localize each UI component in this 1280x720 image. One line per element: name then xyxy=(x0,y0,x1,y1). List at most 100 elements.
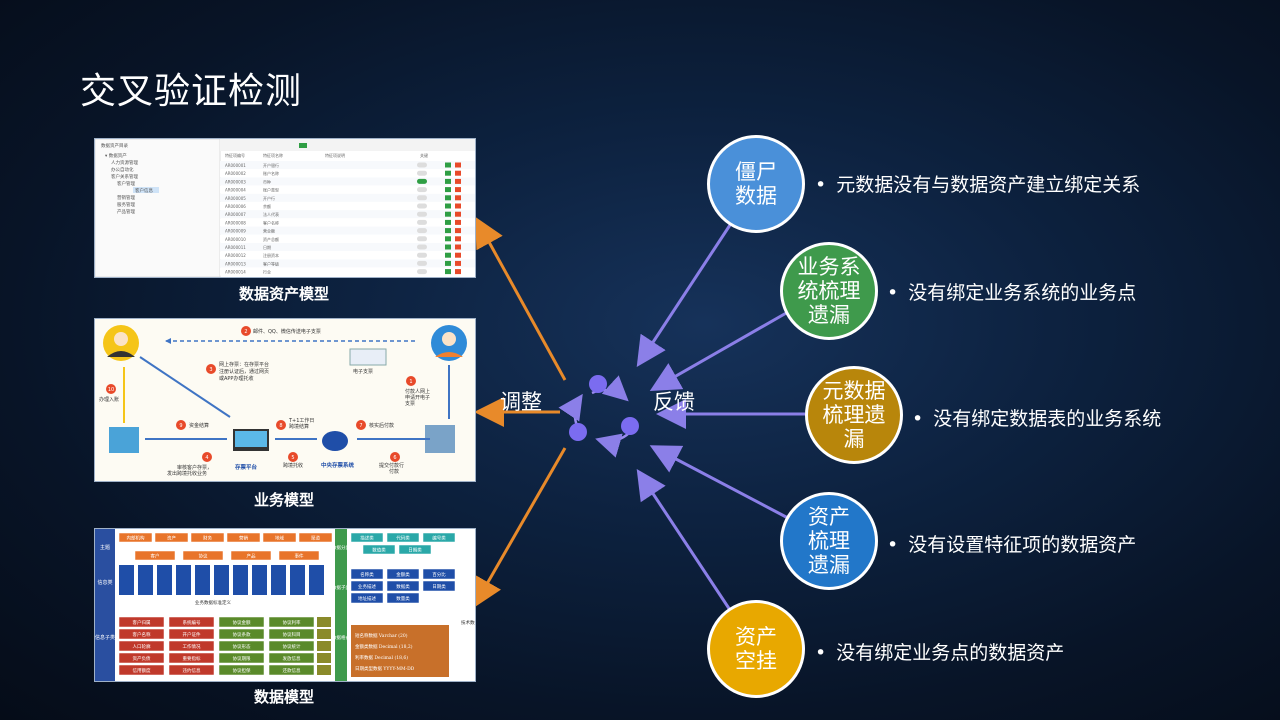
svg-text:营销管理: 营销管理 xyxy=(117,194,135,201)
svg-text:7: 7 xyxy=(359,423,362,429)
step-5-text: 跨境托收 xyxy=(283,462,303,469)
asset-row-name: 行业 xyxy=(263,269,271,275)
asset-row-name: 开户行 xyxy=(263,195,275,201)
data-model-subclass-cell: 人口轮廓 xyxy=(133,643,151,650)
cycle-icon xyxy=(558,375,639,458)
svg-text:关键: 关键 xyxy=(420,152,428,158)
step-1-text: 付款人网上 申请开电子 支票 xyxy=(405,388,432,407)
bank-building-icon xyxy=(109,427,139,453)
data-model-theme-cell: 财务 xyxy=(203,535,212,542)
step-8-text: T+1工作日 跨境结算 xyxy=(288,417,316,430)
asset-row-code: AR000008 xyxy=(225,220,246,225)
data-model-datasub-cell: 业务描述 xyxy=(358,583,376,590)
data-model-info-cell: 事件 xyxy=(295,553,304,560)
platform-label: 存票平台 xyxy=(235,463,258,471)
feedback-label: 反馈 xyxy=(653,390,695,414)
svg-text:数据资产目录: 数据资产目录 xyxy=(101,142,128,149)
asset-row-code: AR000011 xyxy=(225,245,246,250)
data-model-subclass-cell: 协议金额 xyxy=(233,619,251,626)
asset-row-code: AR000010 xyxy=(225,237,246,242)
data-model-subclass-cell: 重要指标 xyxy=(183,655,201,662)
central-system-label: 中央存票系统 xyxy=(321,461,355,469)
svg-text:▾ 数据资产: ▾ 数据资产 xyxy=(105,152,127,159)
step-2-text: 邮件、QQ、微信传送电子支票 xyxy=(253,328,321,335)
data-format-row: 短名称数据 Varchar (20) xyxy=(355,632,408,639)
svg-text:2: 2 xyxy=(244,329,247,335)
svg-text:6: 6 xyxy=(393,455,396,461)
asset-row-code: AR000006 xyxy=(225,204,246,209)
data-format-row: 利率数据 Decimal (18,6) xyxy=(355,654,408,661)
data-model-subclass-cell: 协议利率 xyxy=(283,619,301,626)
data-model-info-cell: 协议 xyxy=(199,553,208,560)
data-model-subclass-cell: 协议担保 xyxy=(233,667,251,674)
step-3-text: 网上存票：在存票平台 注册认证后，通过网页 或APP办理托收 xyxy=(219,361,271,382)
data-model-subclass-cell: 工作情况 xyxy=(183,643,201,650)
data-model-datasub-cell: 名称类 xyxy=(360,571,374,578)
data-model-subclass-cell: 客户名称 xyxy=(133,631,151,638)
svg-text:4: 4 xyxy=(205,455,208,461)
zombie-data-desc: 元数据没有与数据资产建立绑定关系 xyxy=(815,170,1140,197)
data-model-subclass-cell: 协议期限 xyxy=(233,655,251,662)
asset-missing-circle: 资产梳理遗漏 xyxy=(780,492,878,590)
asset-model-screenshot: 数据资产目录 ▾ 数据资产 人力资源管理 办公自动化 客户关系管理 客户管理 客… xyxy=(95,139,475,277)
zombie-data-circle: 僵尸数据 xyxy=(707,135,805,233)
arrow-from-item-1 xyxy=(636,221,734,368)
data-model-middle-label: 业务数据标准定义 xyxy=(195,599,231,606)
data-model-subclass-cell: 协议科目 xyxy=(283,631,301,638)
data-model-vertical-label: 信息子类 xyxy=(95,634,115,641)
asset-row-name: 账户名称 xyxy=(263,170,279,176)
data-model-vertical-label: 信息类 xyxy=(97,579,112,586)
metadata-missing-desc: 没有绑定数据表的业务系统 xyxy=(912,404,1161,431)
svg-text:产品管理: 产品管理 xyxy=(117,208,135,215)
data-model-subclass-cell: 资产负债 xyxy=(133,655,151,662)
asset-model-panel: 数据资产目录 ▾ 数据资产 人力资源管理 办公自动化 客户关系管理 客户管理 客… xyxy=(94,138,476,278)
data-model-panel: 内部机构资产财务营销地域渠道客户协议产品事件业务数据标准定义客户归属系统编号协议… xyxy=(94,528,476,682)
data-model-theme-cell: 渠道 xyxy=(311,535,320,542)
svg-text:客户信息: 客户信息 xyxy=(135,187,153,194)
arrow-from-item-2 xyxy=(649,310,789,391)
svg-text:8: 8 xyxy=(279,423,282,429)
arrow-from-item-5 xyxy=(636,468,732,611)
asset-missing-desc: 没有设置特征项的数据资产 xyxy=(887,530,1136,557)
asset-row-name: 账户类型 xyxy=(263,187,279,193)
e-check-label: 电子支票 xyxy=(353,368,373,375)
data-model-subclass-cell: 协议统计 xyxy=(283,643,301,650)
data-format-row: 金额类数据 Decimal (18,2) xyxy=(355,643,413,650)
data-model-datasub-cell: 日期类 xyxy=(432,583,446,590)
data-model-subclass-cell: 客户归属 xyxy=(133,619,151,626)
svg-text:10: 10 xyxy=(108,387,114,393)
step-10-text: 办理入账 xyxy=(99,396,119,403)
data-model-subclass-cell: 系统编号 xyxy=(183,619,201,626)
data-model-subclass-cell: 信用额度 xyxy=(133,667,151,674)
data-model-info-cell: 客户 xyxy=(151,553,160,560)
asset-row-code: AR000002 xyxy=(225,171,246,176)
asset-row-name: 注册资本 xyxy=(263,252,279,258)
data-model-datasub-cell: 数据类 xyxy=(396,583,410,590)
asset-row-name: 币种 xyxy=(263,178,271,184)
data-model-dataclass-cell: 代码类 xyxy=(396,535,410,542)
arrow-to-asset-model xyxy=(475,216,567,381)
data-model-dataclass-cell: 日期类 xyxy=(408,547,422,554)
svg-text:特征项编号: 特征项编号 xyxy=(225,152,245,158)
data-model-vertical-label: 主题 xyxy=(100,544,110,551)
asset-row-name: 资产总额 xyxy=(263,236,279,242)
arrow-from-item-4 xyxy=(649,445,789,520)
svg-text:特征项名称: 特征项名称 xyxy=(263,152,283,158)
business-system-missing-desc: 没有绑定业务系统的业务点 xyxy=(887,278,1136,305)
svg-text:人力资源管理: 人力资源管理 xyxy=(111,159,138,166)
svg-text:办公自动化: 办公自动化 xyxy=(111,166,134,173)
data-model-vertical-label: 数据分类 xyxy=(332,544,350,551)
asset-row-code: AR000001 xyxy=(225,163,246,168)
data-model-theme-cell: 内部机构 xyxy=(127,535,145,542)
asset-row-code: AR000003 xyxy=(225,179,246,184)
data-model-subclass-cell: 还款信息 xyxy=(283,667,301,674)
data-model-theme-cell: 资产 xyxy=(167,535,176,542)
data-model-datasub-cell: 数量类 xyxy=(396,595,410,602)
arrow-to-data-model xyxy=(473,447,567,609)
data-format-row: 日期类型数据 YYYY-MM-DD xyxy=(355,665,415,672)
data-model-dataclass-cell: 编号类 xyxy=(432,535,446,542)
data-model-dataclass-cell: 数值类 xyxy=(372,547,386,554)
asset-row-name: 余额 xyxy=(263,203,271,209)
svg-text:特征项说明: 特征项说明 xyxy=(325,152,345,158)
